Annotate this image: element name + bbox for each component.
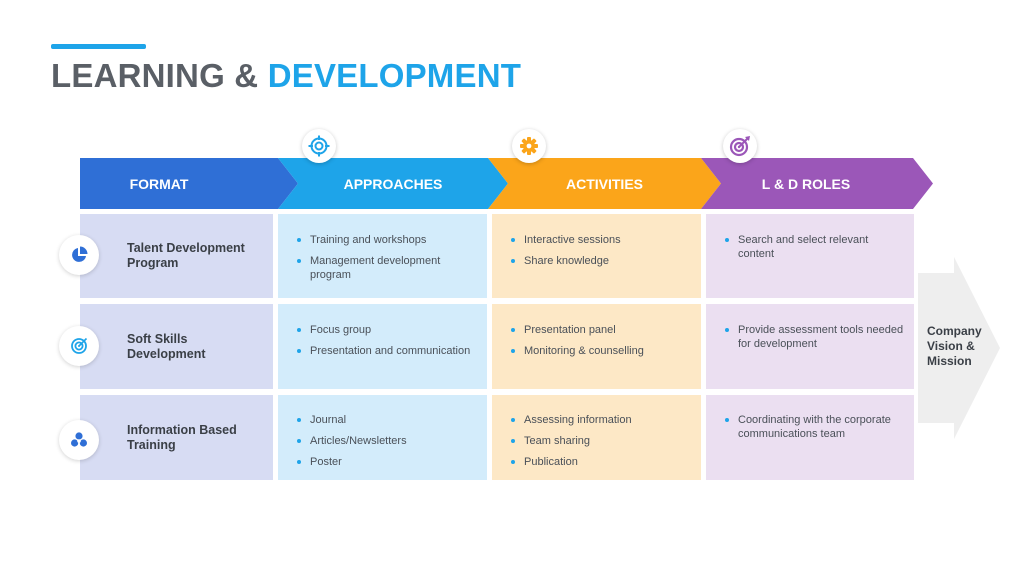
list-item: Monitoring & counselling <box>510 344 691 358</box>
header-roles-label: L & D ROLES <box>761 175 851 192</box>
header-roles: L & D ROLES <box>701 158 933 209</box>
header-format: FORMAT <box>80 158 298 209</box>
format-label-2: Soft Skills Development <box>127 331 206 361</box>
format-label-3: Information Based Training <box>127 422 237 452</box>
approaches-cell-2: Focus group Presentation and communicati… <box>278 304 487 389</box>
list-item: Presentation and communication <box>296 344 477 358</box>
list-item: Articles/Newsletters <box>296 434 477 448</box>
gear-icon <box>512 129 546 163</box>
list-item: Focus group <box>296 323 477 337</box>
header-activities-label: ACTIVITIES <box>565 175 643 192</box>
list-item: Poster <box>296 455 477 469</box>
list-item: Coordinating with the corporate communic… <box>724 413 904 441</box>
target-icon <box>302 129 336 163</box>
people-icon <box>59 420 99 460</box>
target-icon <box>59 326 99 366</box>
format-cell-2: Soft Skills Development <box>80 304 273 389</box>
list-item: Management development program <box>296 254 477 282</box>
pie-chart-icon <box>59 235 99 275</box>
page-title: LEARNING & DEVELOPMENT <box>51 57 521 95</box>
header-activities: ACTIVITIES <box>488 158 721 209</box>
outcome-label: Company Vision & Mission <box>927 324 982 368</box>
header-approaches-label: APPROACHES <box>343 175 443 192</box>
approaches-cell-3: Journal Articles/Newsletters Poster <box>278 395 487 480</box>
list-item: Training and workshops <box>296 233 477 247</box>
list-item: Search and select relevant content <box>724 233 904 261</box>
title-part-1: LEARNING & <box>51 57 268 94</box>
roles-cell-3: Coordinating with the corporate communic… <box>706 395 914 480</box>
format-cell-3: Information Based Training <box>80 395 273 480</box>
bullseye-arrow-icon <box>723 129 757 163</box>
outcome-arrow <box>918 257 1000 439</box>
approaches-cell-1: Training and workshops Management develo… <box>278 214 487 298</box>
list-item: Presentation panel <box>510 323 691 337</box>
activities-cell-1: Interactive sessions Share knowledge <box>492 214 701 298</box>
list-item: Share knowledge <box>510 254 691 268</box>
list-item: Team sharing <box>510 434 691 448</box>
roles-cell-1: Search and select relevant content <box>706 214 914 298</box>
header-format-label: FORMAT <box>129 175 189 192</box>
list-item: Journal <box>296 413 477 427</box>
roles-cell-2: Provide assessment tools needed for deve… <box>706 304 914 389</box>
header-approaches: APPROACHES <box>278 158 508 209</box>
list-item: Interactive sessions <box>510 233 691 247</box>
title-part-2: DEVELOPMENT <box>267 57 522 94</box>
title-accent-bar <box>51 44 146 49</box>
format-label-1: Talent Development Program <box>127 241 245 270</box>
activities-cell-3: Assessing information Team sharing Publi… <box>492 395 701 480</box>
activities-cell-2: Presentation panel Monitoring & counsell… <box>492 304 701 389</box>
list-item: Provide assessment tools needed for deve… <box>724 323 904 351</box>
format-cell-1: Talent Development Program <box>80 214 273 298</box>
list-item: Publication <box>510 455 691 469</box>
list-item: Assessing information <box>510 413 691 427</box>
